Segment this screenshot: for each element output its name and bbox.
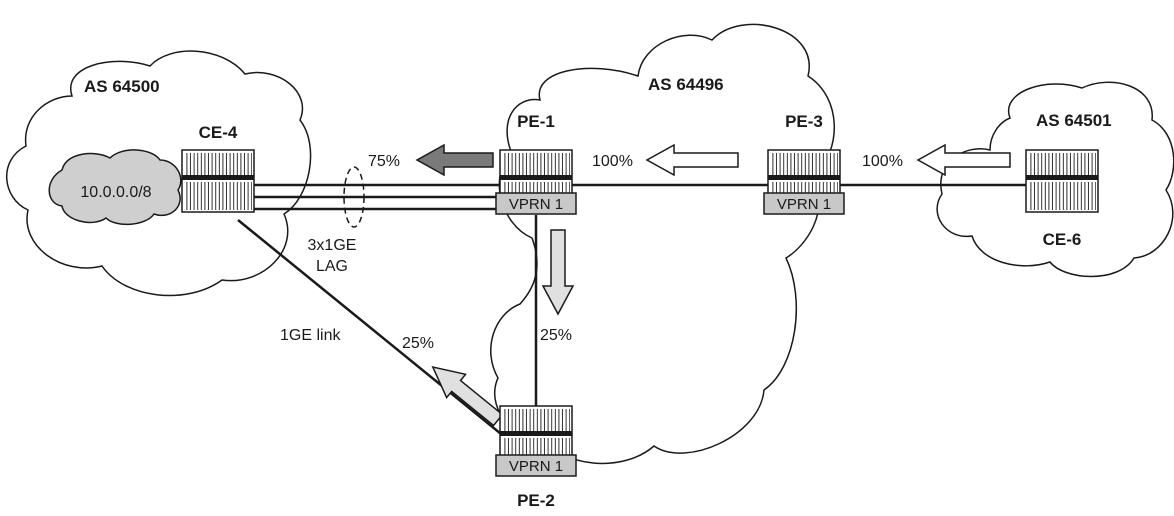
router-ce4-icon [181,149,255,213]
vprn-label-pe1: VPRN 1 [509,196,563,213]
arrow-pe1-to-ce4 [415,143,494,177]
ce4-pe2-link[interactable] [237,219,507,439]
router-ce4[interactable] [181,149,255,213]
router-ce6[interactable] [1025,149,1099,213]
ce4-label: CE-4 [199,123,238,142]
vprn-box-pe2[interactable]: VPRN 1 [495,454,577,477]
router-ce6-icon [1025,149,1099,213]
lag-label-line1: 3x1GE [308,237,357,254]
prefix-cloud: 10.0.0.0/8 [48,149,182,226]
arrow-pe2-to-ce4 [431,365,504,427]
links [237,183,1026,439]
lag-label-line2: LAG [316,258,348,275]
pct-pe1-to-pe2: 25% [540,327,572,344]
vprn-box-pe3[interactable]: VPRN 1 [763,192,845,215]
lag-ellipse [343,166,365,228]
traffic-arrows [415,143,1011,427]
pct-pe3-to-pe1: 100% [592,153,633,170]
vprn-box-pe1[interactable]: VPRN 1 [495,192,577,215]
vprn-label-pe3: VPRN 1 [777,196,831,213]
as64500-label: AS 64500 [84,77,160,96]
pe3-label: PE-3 [785,112,823,131]
single-link-label: 1GE link [280,327,341,344]
arrow-pe1-to-pe2 [541,229,575,316]
pe2-label: PE-2 [517,491,555,510]
as64501-label: AS 64501 [1036,111,1112,130]
pct-ce6-to-pe3: 100% [862,153,903,170]
as64496-label: AS 64496 [648,75,724,94]
pct-pe1-to-ce4: 75% [368,153,400,170]
vprn-label-pe2: VPRN 1 [509,458,563,475]
ce6-label: CE-6 [1043,230,1082,249]
prefix-label: 10.0.0.0/8 [80,184,151,201]
arrow-pe3-to-pe1 [645,143,739,177]
arrow-ce6-to-pe3 [916,143,1011,177]
pct-pe2-to-ce4: 25% [402,335,434,352]
pe1-label: PE-1 [517,112,555,131]
